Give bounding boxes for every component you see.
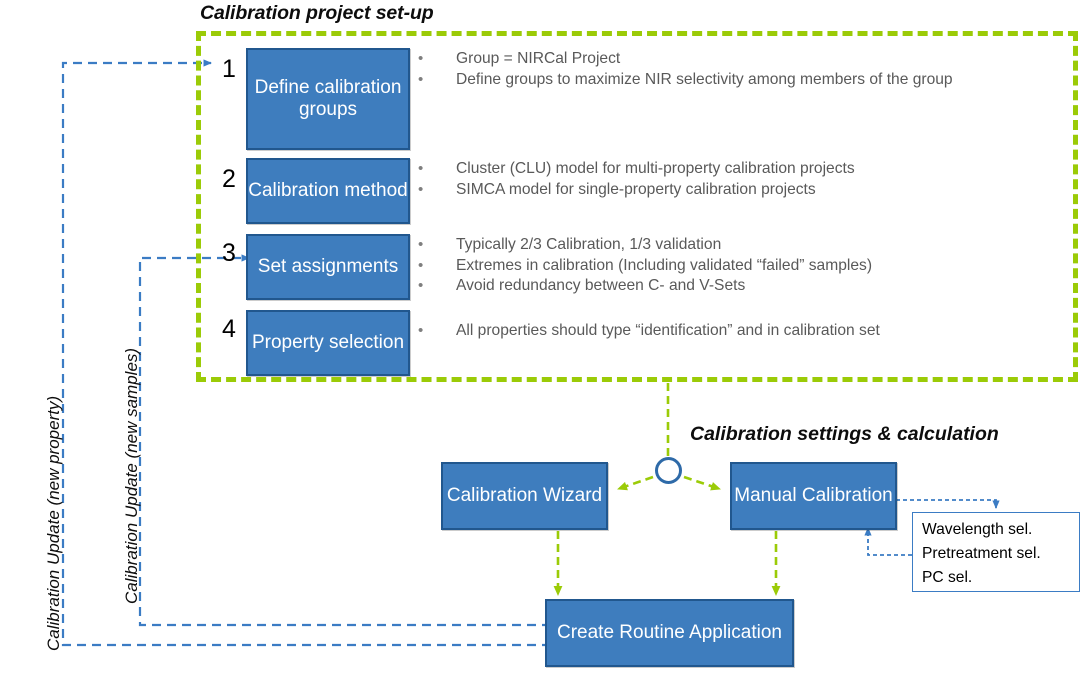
step-box-property-selection[interactable]: Property selection — [246, 310, 410, 376]
step-bullets-4: • All properties should type “identifica… — [418, 321, 880, 342]
calibration-project-setup-group — [196, 31, 1078, 382]
feedback-label-new-property: Calibration Update (new property) — [44, 395, 63, 651]
bullet-item: • Typically 2/3 Calibration, 1/3 validat… — [418, 235, 872, 256]
feedback-label-new-samples: Calibration Update (new samples) — [122, 347, 141, 604]
bullet-dot: • — [418, 322, 424, 339]
node-label: Create Routine Application — [557, 621, 782, 643]
step-box-label: Property selection — [251, 331, 405, 353]
group-title: Calibration project set-up — [200, 2, 434, 24]
node-manual-calibration[interactable]: Manual Calibration — [730, 462, 897, 530]
bullet-dot: • — [418, 50, 424, 67]
step-box-label: Define calibration groups — [254, 76, 402, 120]
bullet-text: SIMCA model for single-property calibrat… — [456, 180, 816, 198]
bullet-dot: • — [418, 180, 424, 198]
bullet-text: Extremes in calibration (Including valid… — [456, 256, 873, 274]
bullet-dot: • — [418, 70, 424, 88]
bullet-item: • Cluster (CLU) model for multi-property… — [418, 159, 855, 180]
step-box-define-calibration-groups[interactable]: Define calibration groups — [246, 48, 410, 150]
note-to-manual-connector — [864, 527, 912, 556]
bullet-item: • Group = NIRCal Project — [418, 49, 953, 70]
step-number-2: 2 — [222, 165, 236, 193]
bullet-item: • Extremes in calibration (Including val… — [418, 256, 872, 277]
step-number-1: 1 — [222, 55, 236, 83]
bullet-dot: • — [418, 256, 424, 274]
bullet-item: • All properties should type “identifica… — [418, 321, 880, 342]
step-box-label: Calibration method — [248, 179, 408, 201]
bullet-text: Typically 2/3 Calibration, 1/3 validatio… — [456, 236, 722, 253]
note-line-wavelength: Wavelength sel. — [922, 521, 1033, 538]
bullet-text: All properties should type “identificati… — [456, 322, 880, 339]
step-number-3: 3 — [222, 239, 236, 267]
junction-to-manual-arrow — [683, 475, 721, 491]
bullet-text: Cluster (CLU) model for multi-property c… — [456, 160, 855, 177]
bullet-dot: • — [418, 236, 424, 253]
step-box-label: Set assignments — [257, 255, 399, 277]
step-number-4: 4 — [222, 315, 236, 343]
junction-to-wizard-arrow — [617, 475, 654, 491]
bullet-item: • Avoid redundancy between C- and V-Sets — [418, 276, 872, 297]
bullet-dot: • — [418, 160, 424, 177]
note-line-pc: PC sel. — [922, 569, 973, 586]
step-box-calibration-method[interactable]: Calibration method — [246, 158, 410, 224]
bullet-dot: • — [418, 277, 424, 294]
bullet-text: Define groups to maximize NIR selectivit… — [456, 70, 953, 88]
node-create-routine-application[interactable]: Create Routine Application — [545, 599, 794, 667]
bullet-item: • Define groups to maximize NIR selectiv… — [418, 70, 953, 91]
note-line-pretreatment: Pretreatment sel. — [922, 545, 1041, 562]
step-bullets-3: • Typically 2/3 Calibration, 1/3 validat… — [418, 235, 872, 297]
junction-circle — [655, 457, 682, 484]
bullet-text: Avoid redundancy between C- and V-Sets — [456, 277, 746, 294]
node-calibration-wizard[interactable]: Calibration Wizard — [441, 462, 608, 530]
bullet-text: Group = NIRCal Project — [456, 50, 621, 67]
step-bullets-1: • Group = NIRCal Project • Define groups… — [418, 49, 953, 90]
node-label: Manual Calibration — [734, 484, 893, 506]
manual-to-note-connector — [896, 499, 1000, 509]
step-box-set-assignments[interactable]: Set assignments — [246, 234, 410, 300]
node-label: Calibration Wizard — [446, 484, 603, 506]
bullet-item: • SIMCA model for single-property calibr… — [418, 180, 855, 201]
section-title-calibration-settings: Calibration settings & calculation — [690, 423, 999, 445]
step-bullets-2: • Cluster (CLU) model for multi-property… — [418, 159, 855, 200]
note-box-selection-settings: Wavelength sel. Pretreatment sel. PC sel… — [912, 512, 1080, 592]
